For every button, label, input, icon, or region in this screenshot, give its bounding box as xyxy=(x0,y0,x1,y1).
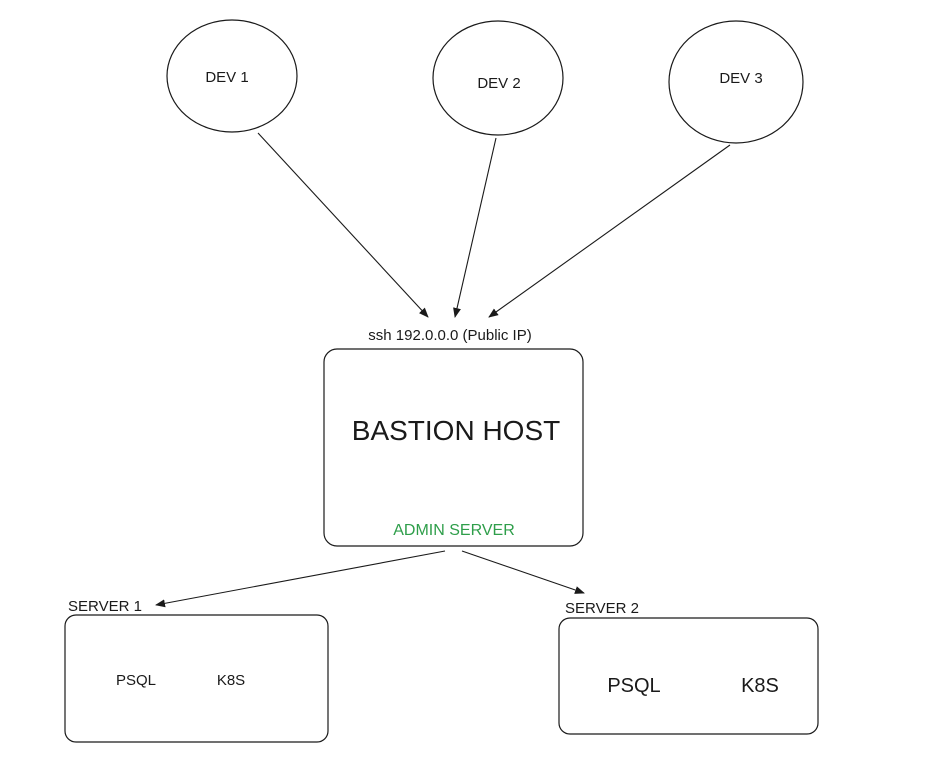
node-dev2[interactable]: DEV 2 xyxy=(432,20,564,136)
edge-dev3-bastion xyxy=(488,144,731,318)
server2-label: SERVER 2 xyxy=(565,600,639,617)
dev3-label: DEV 3 xyxy=(719,70,762,87)
edge-bastion-server1 xyxy=(155,550,446,608)
node-bastion-host[interactable]: BASTION HOST ADMIN SERVER xyxy=(323,348,584,547)
edge-dev2-bastion xyxy=(453,137,497,318)
server2-k8s-label: K8S xyxy=(741,675,779,697)
edge-dev1-bastion xyxy=(257,132,429,318)
ssh-address-label: ssh 192.0.0.0 (Public IP) xyxy=(368,327,531,344)
node-server2[interactable]: PSQL K8S xyxy=(558,617,819,735)
dev1-label: DEV 1 xyxy=(205,69,248,86)
dev2-label: DEV 2 xyxy=(477,75,520,92)
server1-label: SERVER 1 xyxy=(68,598,142,615)
bastion-title: BASTION HOST xyxy=(352,415,560,446)
edge-bastion-server2 xyxy=(461,550,585,594)
server1-k8s-label: K8S xyxy=(217,672,245,689)
node-server1[interactable]: PSQL K8S xyxy=(64,614,329,743)
node-dev3[interactable]: DEV 3 xyxy=(668,20,804,144)
node-dev1[interactable]: DEV 1 xyxy=(166,19,298,133)
admin-server-label: ADMIN SERVER xyxy=(393,522,515,539)
server2-psql-label: PSQL xyxy=(607,675,660,697)
server1-psql-label: PSQL xyxy=(116,672,156,689)
